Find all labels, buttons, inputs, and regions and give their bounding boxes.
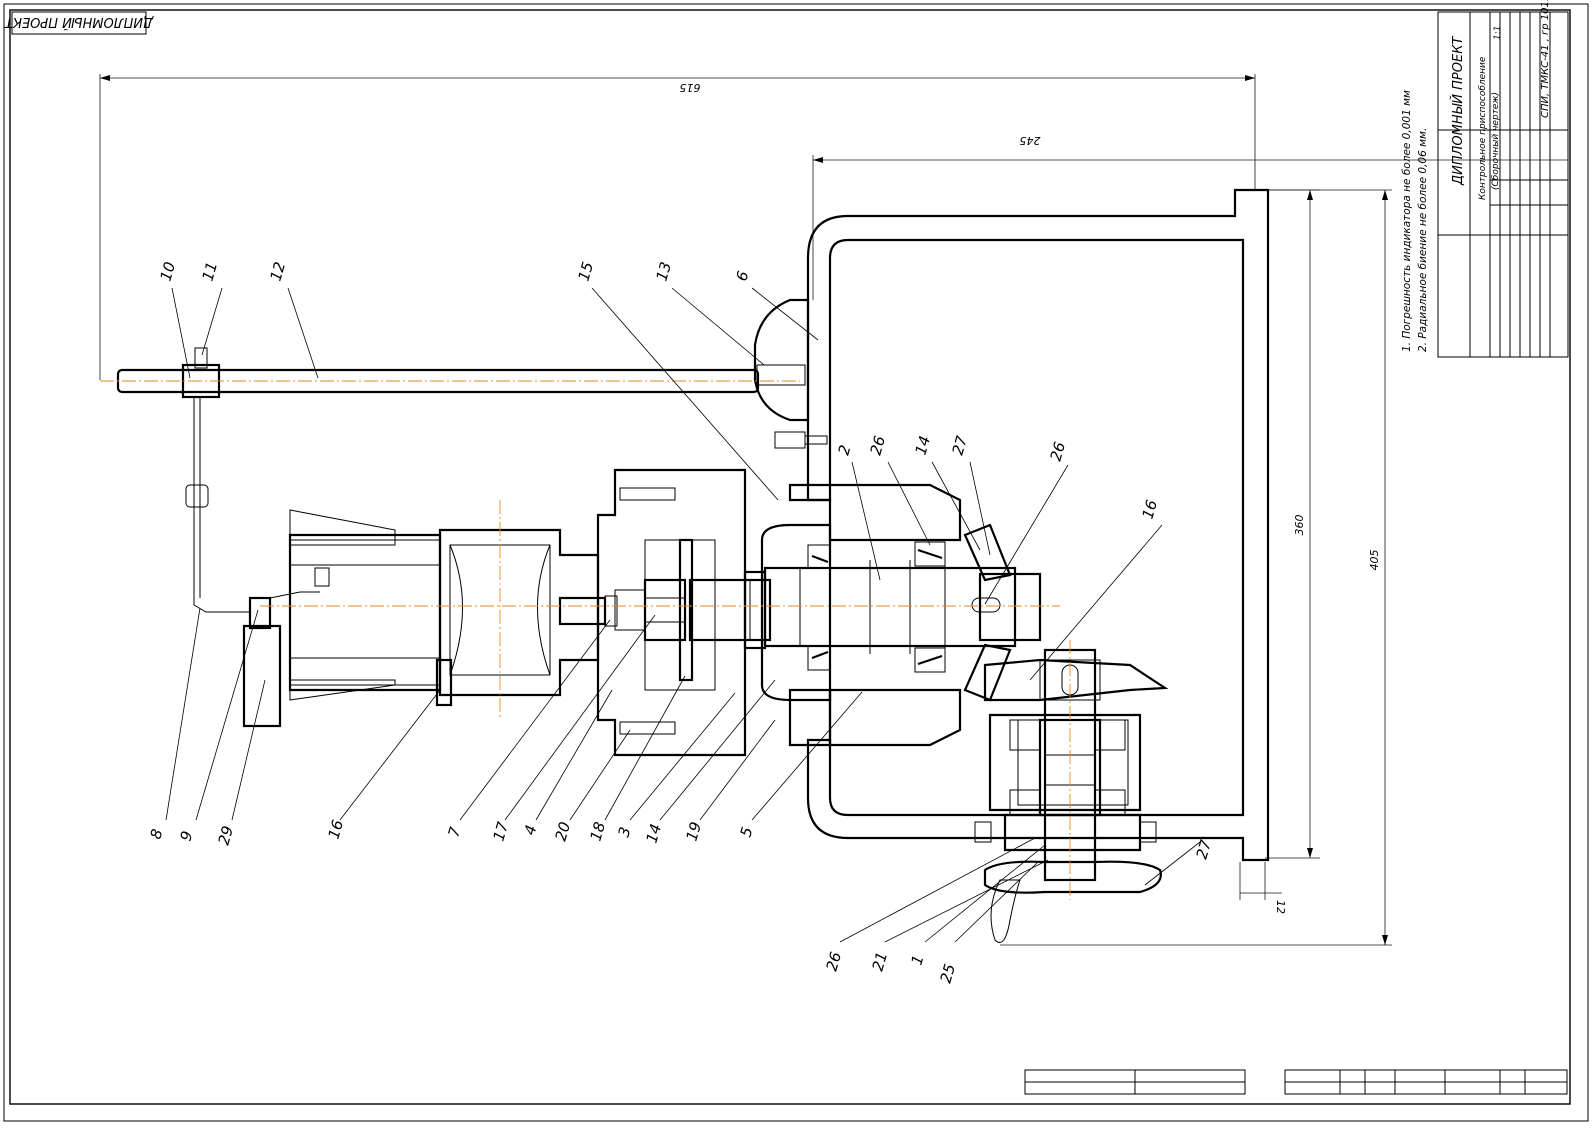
callout-2: 2 [835, 443, 881, 581]
callout-9: 9 [177, 609, 259, 843]
callout-8: 8 [147, 607, 201, 841]
dim-height-b: 405 [1368, 550, 1381, 571]
callout-22: 21 [869, 859, 1049, 973]
callout-10: 10 [157, 260, 191, 379]
technical-notes: 1. Погрешность индикатора не более 0,001… [1401, 90, 1429, 352]
callout-1: 1 [908, 844, 1046, 967]
callout-27: 26 [823, 837, 1036, 973]
callout-13: 13 [653, 260, 765, 366]
svg-text:2: 2 [835, 443, 855, 457]
callout-23: 26 [984, 440, 1070, 605]
organisation: СПИ, ТМКС-41 , гр 1011 [1540, 0, 1551, 118]
callout-7: 7 [445, 619, 611, 840]
svg-text:25: 25 [937, 962, 960, 985]
svg-text:9: 9 [177, 829, 197, 843]
callout-4: 4 [521, 689, 613, 837]
svg-text:16: 16 [325, 818, 348, 841]
svg-text:14: 14 [643, 822, 666, 845]
callout-6: 6 [733, 269, 819, 341]
callout-3: 3 [615, 692, 736, 839]
scale: 1:1 [1493, 26, 1503, 40]
dim-height-a: 360 [1293, 515, 1306, 536]
svg-text:5: 5 [737, 825, 757, 839]
callout-25: 26 [867, 434, 931, 546]
svg-text:29: 29 [215, 824, 238, 847]
svg-text:15: 15 [575, 260, 598, 283]
part-callouts: 10 11 12 15 13 6 2 26 14 27 26 16 8 9 29… [147, 260, 1216, 985]
title-block-header: ДИПЛОМНЫЙ ПРОЕКТ [1450, 36, 1466, 186]
assembly-name: Контрольное приспособление [1478, 56, 1488, 200]
callout-15: 16 [1029, 498, 1163, 681]
svg-text:17: 17 [490, 819, 513, 843]
svg-text:20: 20 [552, 820, 575, 843]
dimension-12: 12 [1239, 862, 1287, 914]
inner-frame [9, 9, 1571, 1105]
svg-text:6: 6 [733, 269, 753, 283]
fixture-body [288, 468, 772, 757]
callout-14-top: 14 [912, 434, 981, 551]
svg-text:12: 12 [267, 260, 290, 283]
bottom-strip [1024, 1069, 1568, 1095]
top-left-stamp: ДИПЛОМНЫЙ ПРОЕКТ [4, 11, 154, 35]
svg-text:26: 26 [867, 434, 890, 457]
callout-14-bottom: 14 [643, 679, 776, 845]
svg-text:21: 21 [869, 950, 892, 973]
callout-20: 19 [683, 719, 776, 843]
svg-text:16: 16 [1139, 498, 1162, 521]
callout-5: 5 [737, 691, 863, 839]
svg-text:8: 8 [147, 827, 167, 841]
svg-text:1: 1 [908, 953, 928, 967]
callout-24: 27 [949, 433, 991, 556]
title-block: ДИПЛОМНЫЙ ПРОЕКТ Контрольное приспособле… [1437, 0, 1569, 358]
note-2: 2. Радиальное биение не более 0,06 мм. [1417, 128, 1429, 352]
stamp-text: ДИПЛОМНЫЙ ПРОЕКТ [4, 14, 154, 30]
svg-text:11: 11 [199, 260, 222, 283]
callout-16: 15 [575, 260, 779, 501]
svg-text:19: 19 [683, 820, 706, 843]
svg-text:26: 26 [823, 950, 846, 973]
svg-text:7: 7 [445, 825, 465, 840]
svg-text:18: 18 [587, 820, 610, 843]
dim-total-length: 615 [680, 81, 701, 94]
outer-frame [3, 3, 1589, 1122]
callout-18: 17 [490, 614, 656, 843]
callout-29: 29 [215, 679, 266, 847]
callout-21: 20 [552, 729, 631, 843]
callout-28: 27 [1144, 837, 1216, 886]
dimension-615: 6 15 [99, 74, 1256, 380]
svg-text:26: 26 [1047, 440, 1070, 463]
svg-text:14: 14 [912, 434, 935, 457]
dimension-405: 405 [1000, 189, 1392, 946]
callout-17: 16 [325, 689, 441, 841]
svg-text:27: 27 [1193, 837, 1216, 861]
dim-housing-length: 245 [1020, 134, 1041, 147]
svg-text:27: 27 [949, 433, 972, 457]
dim-wall: 12 [1274, 900, 1287, 914]
callout-26: 25 [937, 861, 1039, 985]
callout-11: 11 [199, 260, 223, 356]
dimension-360: 360 [1240, 189, 1320, 859]
main-housing [753, 188, 1270, 862]
callout-19: 18 [587, 675, 686, 843]
dimension-245: 245 [812, 134, 1568, 300]
svg-text:4: 4 [521, 823, 541, 837]
callout-12: 12 [267, 260, 319, 379]
note-1: 1. Погрешность индикатора не более 0,001… [1401, 90, 1413, 352]
svg-text:3: 3 [615, 825, 635, 839]
svg-text:13: 13 [653, 260, 676, 283]
svg-text:10: 10 [157, 260, 180, 283]
drawing-type: (Сборочный чертеж) [1491, 92, 1501, 190]
spindle-assembly [760, 523, 1169, 943]
